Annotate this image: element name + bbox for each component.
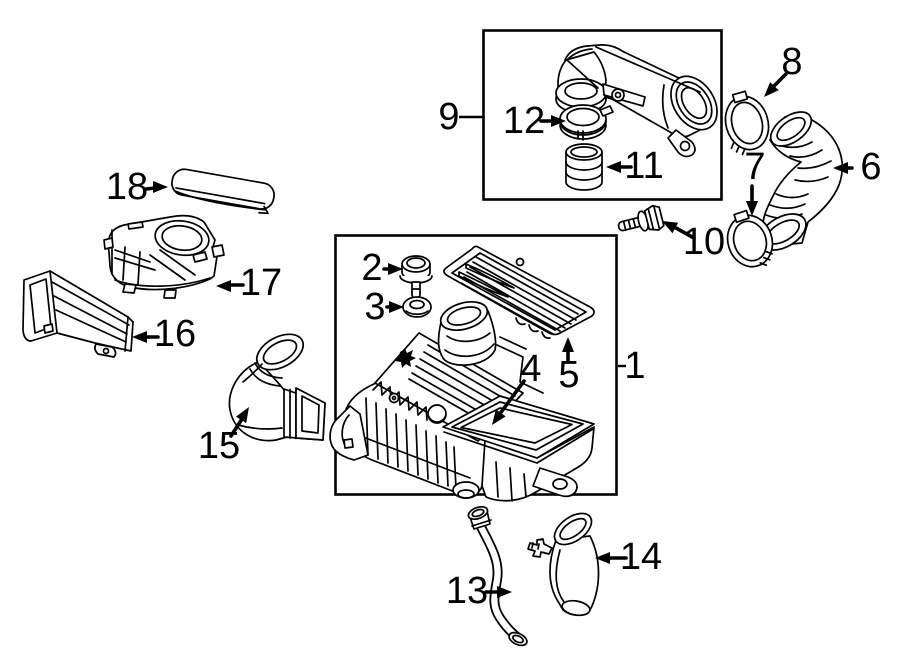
callout-13-label: 13 <box>445 570 489 612</box>
air-cleaner-housing-drawing <box>329 301 595 502</box>
callout-7-label: 7 <box>744 146 766 188</box>
callout-11-arrow <box>606 161 633 173</box>
callout-3-label: 3 <box>364 286 386 328</box>
callout-4-arrow <box>492 379 526 425</box>
callout-15-arrow <box>229 407 249 438</box>
callout-5-label: 5 <box>558 354 580 396</box>
clamp-8-drawing <box>724 90 770 156</box>
air-hose-6-drawing <box>759 111 843 251</box>
callout-16-label: 16 <box>153 313 197 355</box>
callout-15-label: 15 <box>197 425 241 467</box>
callout-2-label: 2 <box>361 247 383 289</box>
cover-5-drawing <box>443 245 595 339</box>
callout-14-label: 14 <box>619 536 663 578</box>
callout-8-label: 8 <box>781 41 803 83</box>
grommet-3-drawing <box>402 296 432 318</box>
housing-17-drawing <box>103 214 225 299</box>
hose-14-drawing <box>527 512 600 617</box>
callout-10-label: 10 <box>682 221 726 263</box>
callout-16-arrow <box>132 331 160 343</box>
clamp-7-drawing <box>726 209 774 268</box>
callout-18-arrow <box>144 181 168 193</box>
callout-6-arrow <box>833 162 854 174</box>
callout-14-arrow <box>595 552 628 564</box>
duct-16-drawing <box>22 270 134 358</box>
callout-2-arrow <box>382 263 403 275</box>
callout-5-arrow <box>562 337 574 363</box>
pin-2-drawing <box>399 255 433 301</box>
callout-18-label: 18 <box>105 166 149 208</box>
callout-8-arrow <box>764 72 788 97</box>
callout-3-arrow <box>385 301 404 313</box>
callout-7-arrow <box>746 184 758 216</box>
tube-13-drawing <box>467 505 528 647</box>
cover-18-drawing <box>171 168 275 215</box>
callout-12-arrow <box>539 115 566 127</box>
filter-element-4-area <box>442 395 595 464</box>
callout-6-label: 6 <box>860 146 882 188</box>
bolt-10-drawing <box>617 204 665 232</box>
sub-assembly-frame-9 <box>482 29 723 201</box>
callout-10-arrow <box>662 221 696 240</box>
callout-11-label: 11 <box>624 145 664 187</box>
callout-17-label: 17 <box>239 262 283 304</box>
callout-13-arrow <box>484 586 512 598</box>
callout-4-label: 4 <box>520 348 542 390</box>
callout-1-label: 1 <box>624 345 646 387</box>
callout-12-label: 12 <box>502 100 546 142</box>
sleeve-11-drawing <box>565 143 603 191</box>
clamp-12-drawing <box>559 104 614 141</box>
elbow-15-drawing <box>228 333 326 442</box>
callout-17-arrow <box>216 280 245 292</box>
intake-duct-drawing <box>555 44 718 158</box>
callout-9-label: 9 <box>438 96 460 138</box>
